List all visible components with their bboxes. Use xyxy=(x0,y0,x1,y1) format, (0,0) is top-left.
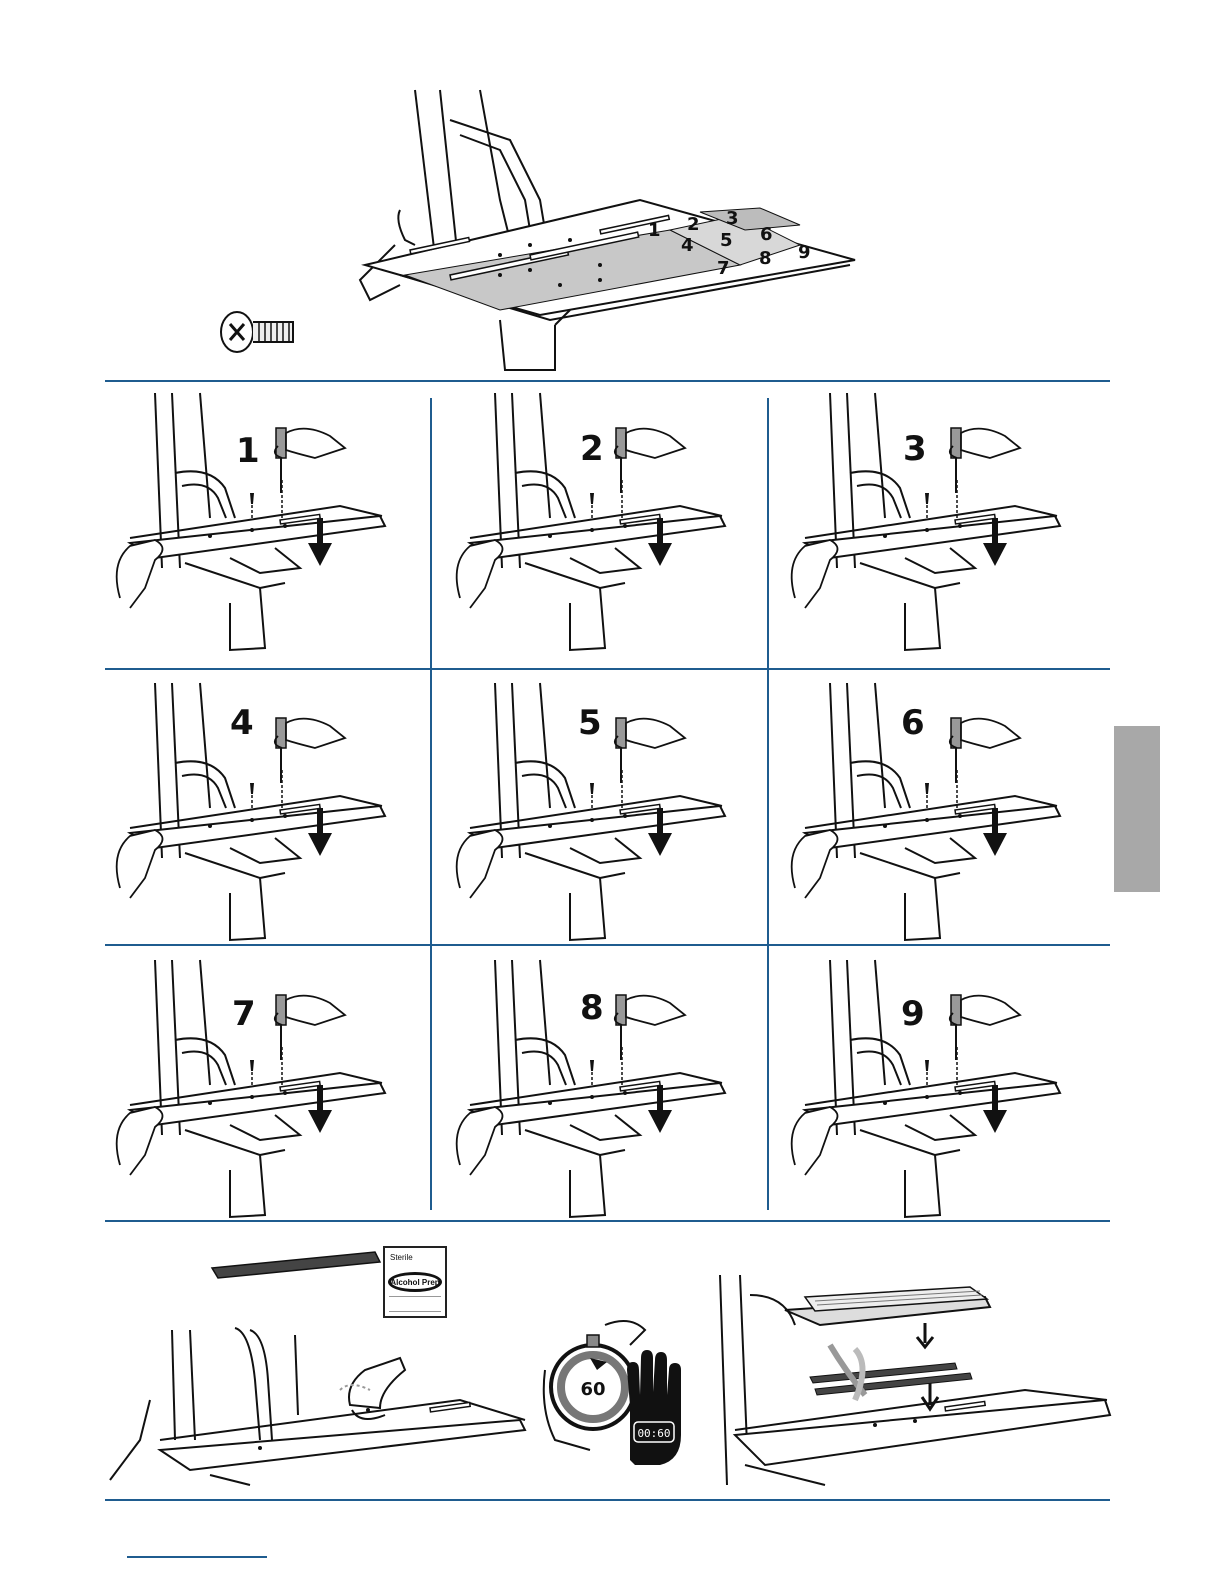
step-illustration xyxy=(775,678,1113,948)
step-number: 6 xyxy=(901,706,925,740)
step-number: 9 xyxy=(901,997,925,1031)
step-illustration xyxy=(775,955,1113,1225)
zone-label-1: 1 xyxy=(648,220,661,241)
step-panel-4: 4 xyxy=(100,678,438,948)
step-panel-8: 8 xyxy=(440,955,778,1225)
step-panel-1: 1 xyxy=(100,388,438,658)
step-illustration xyxy=(100,678,438,948)
divider-top xyxy=(105,380,1110,382)
step-panel-7: 7 xyxy=(100,955,438,1225)
step-illustration xyxy=(440,388,778,658)
step-panel-5: 5 xyxy=(440,678,778,948)
packet-label-oval: Alcohol Prep xyxy=(388,1272,442,1292)
timer-seconds: 60 xyxy=(580,1379,605,1400)
zone-label-3: 3 xyxy=(726,208,739,229)
step-illustration xyxy=(775,388,1113,658)
step-number: 8 xyxy=(580,991,604,1025)
divider-row2 xyxy=(105,668,1110,670)
step-illustration xyxy=(100,388,438,658)
step-illustration xyxy=(100,955,438,1225)
zone-label-8: 8 xyxy=(759,248,772,269)
packet-label: Alcohol Prep xyxy=(390,1278,439,1287)
screw-icon xyxy=(215,308,305,358)
step-panel-9: 9 xyxy=(775,955,1113,1225)
step-number: 2 xyxy=(580,432,604,466)
step-number: 3 xyxy=(903,432,927,466)
footer-rule xyxy=(127,1556,267,1558)
step-number: 4 xyxy=(230,706,254,740)
divider-footer xyxy=(105,1499,1110,1501)
step-number: 1 xyxy=(236,434,260,468)
zone-label-6: 6 xyxy=(760,224,773,245)
step-number: 7 xyxy=(232,997,256,1031)
step-illustration xyxy=(440,678,778,948)
section-tab xyxy=(1114,726,1160,892)
packet-sterile-text: Sterile xyxy=(390,1253,413,1262)
alcohol-prep-packet: Sterile Alcohol Prep xyxy=(383,1246,447,1318)
step-panel-3: 3 xyxy=(775,388,1113,658)
clean-surface-illustration xyxy=(100,1240,530,1490)
wait-timer-illustration: 60 00:60 xyxy=(535,1310,685,1470)
zone-label-5: 5 xyxy=(720,230,733,251)
step-panel-2: 2 xyxy=(440,388,778,658)
zone-label-4: 4 xyxy=(681,235,694,256)
zone-label-7: 7 xyxy=(717,258,730,279)
zone-label-2: 2 xyxy=(687,214,700,235)
timer-display: 00:60 xyxy=(637,1427,670,1440)
step-illustration xyxy=(440,955,778,1225)
step-panel-6: 6 xyxy=(775,678,1113,948)
packet-seal-lines xyxy=(389,1296,441,1312)
step-number: 5 xyxy=(578,706,602,740)
zone-label-9: 9 xyxy=(798,242,811,263)
keyboard-tray-install-illustration xyxy=(705,1265,1115,1490)
